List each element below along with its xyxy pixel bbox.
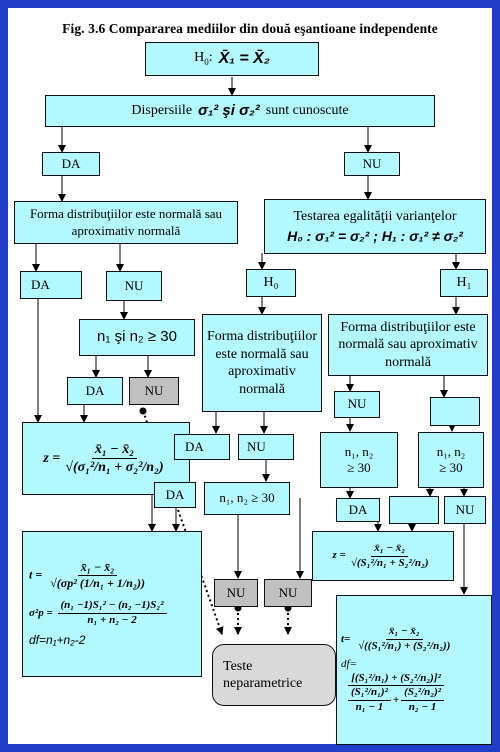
t-pooled-denominator: √(σp² (1/n₁ + 1/n₂)) (50, 575, 146, 590)
t-welch-lhs: t= (341, 633, 351, 646)
sp-fraction: (n₁ −1)S₁² − (n₂ −1)S₂² n₁ + n₂ − 2 (57, 599, 167, 628)
formula-z-known: z = x̄₁ − x̄₂ √(σ₁²/n₁ + σ₂²/n₂) (22, 422, 190, 495)
formula-z-unknown: z = x̄₁ − x̄₂ √(S₁²/n₁ + S₂²/n₂) (312, 531, 454, 581)
nstack-left-line1: n₁, n₂ (344, 443, 374, 459)
nstack-left-line2: ≥ 30 (347, 460, 371, 475)
sp-denominator: n₁ + n₂ − 2 (87, 613, 137, 626)
z-known-denominator: √(σ₁²/n₁ + σ₂²/n₂) (65, 460, 164, 475)
nstack-right-line1: n₁, n₂ (436, 443, 466, 459)
node-nstack-left: n₁, n₂ ≥ 30 (320, 432, 398, 488)
t-welch-df: [(S₁²/n₁) + (S₂²/n₂)]² (S₁²/n₁)² n₁ − 1 … (341, 672, 451, 715)
node-normal-dist-h0: Forma distribuţiilor este normală sau ap… (202, 314, 322, 412)
df-den-b-den: n₂ − 1 (408, 701, 437, 713)
node-da-small: DA (154, 482, 196, 508)
t-welch-fraction: x̄₁ − x̄₂ √((S₁²/n₁) + (S₂²/n₂)) (355, 625, 453, 654)
node-h0-branch: H₀ (246, 269, 296, 297)
node-h1-branch: H₁ (440, 269, 488, 297)
t-welch-df-label: df= (341, 657, 357, 670)
z-unknown-numerator: x̄₁ − x̄₂ (371, 542, 409, 557)
sp-line: σ²p = (n₁ −1)S₁² − (n₂ −1)S₂² n₁ + n₂ − … (29, 599, 169, 628)
t-pooled-df: df=n₁+n₂-2 (29, 633, 86, 648)
z-known-numerator: x̄₁ − x̄₂ (91, 441, 138, 459)
formula-t-welch: t= x̄₁ − x̄₂ √((S₁²/n₁) + (S₂²/n₂)) df= … (336, 595, 492, 745)
node-ncond-short: n₁, n₂ ≥ 30 (204, 482, 290, 515)
node-nstack-da: DA (336, 498, 380, 522)
t-welch-df-fraction: [(S₁²/n₁) + (S₂²/n₂)]² (S₁²/n₁)² n₁ − 1 … (343, 672, 449, 715)
node-variance-test: Testarea egalităţii varianţelor H₀ : σ₁²… (264, 199, 486, 254)
df-den-a-num: (S₁²/n₁)² (348, 686, 391, 701)
z-unknown-denominator: √(S₁²/n₁ + S₂²/n₂) (350, 556, 429, 569)
formula-t-pooled: t = x̄₁ − x̄₂ √(σp² (1/n₁ + 1/n₂)) σ²p =… (22, 531, 202, 677)
z-unknown-fraction: x̄₁ − x̄₂ √(S₁²/n₁ + S₂²/n₂) (348, 542, 432, 571)
t-welch-df-numerator: [(S₁²/n₁) + (S₂²/n₂)]² (348, 672, 444, 687)
node-ncond-nu: NU (129, 377, 179, 405)
node-normal-da: DA (20, 271, 82, 299)
t-welch-df-denominator: (S₁²/n₁)² n₁ − 1 + (S₂²/n₂)² n₂ − 1 (343, 686, 449, 715)
node-h0: H0: X̄₁ = X̄₂ (145, 42, 319, 76)
dispersion-formula: σ₁² şi σ₂² (198, 101, 260, 119)
node-normalh1-nu: NU (334, 391, 380, 418)
node-ncond-da: DA (67, 377, 123, 405)
h0-label: H0: (194, 50, 213, 68)
node-normalh0-nu: NU (238, 434, 294, 460)
figure-title: Fig. 3.6 Compararea mediilor din două eş… (62, 21, 438, 36)
df-den-a-den: n₁ − 1 (355, 701, 384, 713)
node-dispersion-da: DA (42, 152, 100, 176)
variance-test-formula: H₀ : σ₁² = σ₂² ; H₁ : σ₁² ≠ σ₂² (287, 228, 463, 244)
sp-numerator: (n₁ −1)S₁² − (n₂ −1)S₂² (57, 599, 167, 614)
df-den-b-num: (S₂²/n₂)² (401, 686, 445, 701)
node-nstack-empty (389, 496, 439, 524)
variance-test-title: Testarea egalităţii varianţelor (293, 208, 457, 224)
node-normal-dist-h1: Forma distribuţiilor este normală sau ap… (328, 314, 488, 376)
node-normal-distribution: Forma distribuţiilor este normală sau ap… (14, 201, 238, 244)
t-pooled-line: t = x̄₁ − x̄₂ √(σp² (1/n₁ + 1/n₂)) (29, 560, 150, 591)
node-dispersion: Dispersiile σ₁² şi σ₂² sunt cunoscute (45, 95, 435, 127)
dispersion-pre: Dispersiile (131, 103, 193, 119)
df-den-b: (S₂²/n₂)² n₂ − 1 (401, 686, 445, 715)
node-normalh0-da: DA (174, 434, 230, 460)
node-normal-nu: NU (106, 271, 162, 301)
node-dispersion-nu: NU (344, 152, 400, 176)
dot-nu-start (139, 407, 147, 415)
t-welch-denominator: √((S₁²/n₁) + (S₂²/n₂)) (358, 640, 451, 652)
t-pooled-numerator: x̄₁ − x̄₂ (77, 560, 118, 576)
t-pooled-lhs: t = (29, 567, 43, 581)
sp-lhs: σ²p = (29, 606, 53, 619)
t-welch-line: t= x̄₁ − x̄₂ √((S₁²/n₁) + (S₂²/n₂)) (341, 625, 455, 654)
h0-formula: X̄₁ = X̄₂ (218, 50, 270, 67)
t-welch-numerator: x̄₁ − x̄₂ (385, 625, 423, 640)
z-known-lhs: z = (43, 450, 61, 466)
z-known-fraction: x̄₁ − x̄₂ √(σ₁²/n₁ + σ₂²/n₂) (62, 441, 166, 477)
t-pooled-fraction: x̄₁ − x̄₂ √(σp² (1/n₁ + 1/n₂)) (47, 560, 148, 591)
node-nstack-right: n₁, n₂ ≥ 30 (418, 432, 484, 488)
df-den-a: (S₁²/n₁)² n₁ − 1 (348, 686, 391, 715)
dispersion-post: sunt cunoscute (265, 103, 349, 119)
node-nonparametric-tests: Teste neparametrice (212, 644, 336, 706)
z-unknown-lhs: z = (332, 549, 346, 562)
node-nstack-nu: NU (444, 496, 486, 524)
node-gray-nu-1: NU (214, 579, 258, 607)
node-normalh1-empty (430, 397, 480, 426)
nstack-right-line2: ≥ 30 (439, 460, 463, 475)
node-n-condition: n₁ şi n₂ ≥ 30 (79, 319, 195, 356)
node-gray-nu-2: NU (264, 579, 312, 607)
